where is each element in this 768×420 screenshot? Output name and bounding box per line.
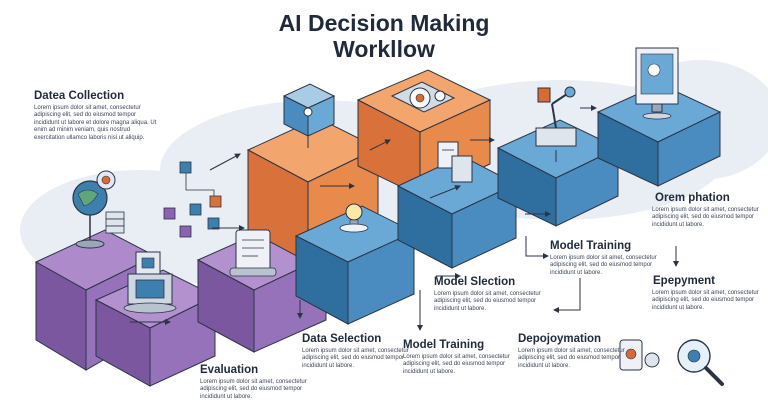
document-stack-icon [437,141,473,183]
block-blue-1 [294,205,416,325]
cube-network-icon [282,83,336,148]
gear-chip-icon [390,81,456,113]
desc-data-selection: Lorem ipsum dolor sit amet, consectetur … [302,348,409,369]
label-evaluation: Evaluation [200,364,259,376]
document-scroll-icon [229,229,277,277]
desc-data-collection: Lorem ipsum dolor sit amet, consectetur … [34,105,157,141]
desc-model-training-lower: Lorem ipsum dolor sit amet, consectetur … [403,354,510,375]
lightbulb-icon [339,203,369,233]
flow-arrows [209,105,679,331]
desc-orem-phation: Lorem ipsum dolor sit amet, consectetur … [652,207,759,228]
monitor-gear-icon [635,47,679,120]
label-data-selection: Data Selection [302,333,382,345]
server-stack-icon [105,211,125,234]
globe-gear-icon [72,170,116,249]
magnifier-gears-icon [619,339,724,386]
desc-depojoymation: Lorem ipsum dolor sit amet, consectetur … [518,348,625,369]
desc-model-training-upper: Lorem ipsum dolor sit amet, consectetur … [550,255,657,276]
desc-epepyment: Lorem ipsum dolor sit amet, consectetur … [652,290,759,311]
label-model-selection: Model Slection [434,276,516,288]
label-depojoymation: Depojoymation [518,333,602,345]
diagram-title-line-2: Workllow [333,36,435,62]
diagram-title-line-1: AI Decision Making [278,10,490,36]
label-orem-phation: Orem phation [655,192,730,204]
desc-evaluation: Lorem ipsum dolor sit amet, consectetur … [200,379,307,400]
label-model-training-lower: Model Training [403,339,485,351]
label-model-training-upper: Model Training [550,240,632,252]
robot-chip-icon [123,251,177,325]
block-blue-3 [496,119,620,227]
desc-model-selection: Lorem ipsum dolor sit amet, consectetur … [434,291,541,312]
label-epepyment: Epepyment [653,275,715,287]
label-data-collection: Datea Collection [34,90,125,102]
data-cubes-icon [163,161,222,238]
robot-arm-icon [535,86,577,162]
